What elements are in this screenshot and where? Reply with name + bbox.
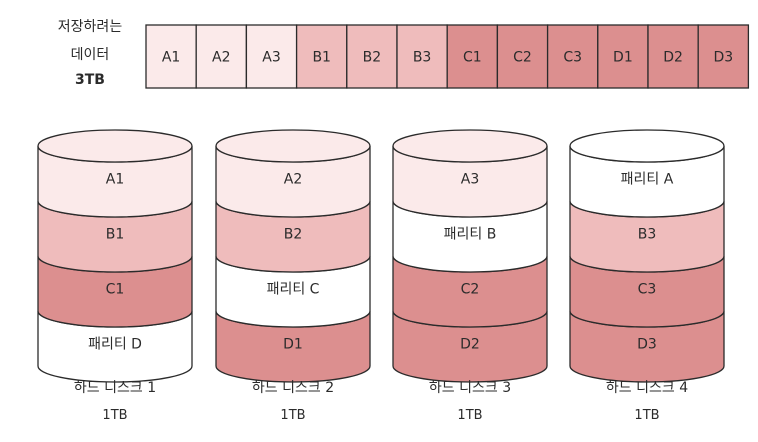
strip-cell: C3 <box>546 24 599 89</box>
strip-cell: D1 <box>597 24 649 89</box>
disk-block-label: D1 <box>283 337 303 353</box>
disk-top-cap <box>569 129 725 163</box>
strip-cell: C1 <box>446 24 499 89</box>
disk-block: 패리티 B <box>392 200 548 273</box>
strip-cell: B1 <box>295 24 348 89</box>
disk-block-label: D3 <box>637 337 657 353</box>
disk-size: 1TB <box>102 408 127 423</box>
strip-cell-label: B1 <box>312 50 331 66</box>
disk-top-cap <box>37 129 193 163</box>
strip-cell-label: D2 <box>663 50 683 66</box>
strip-cell-box <box>145 24 197 89</box>
hard-disk-4: D3 C3 B3 패리티 A 하드 디스크 4 1TB <box>569 129 725 423</box>
disk-block-label: C1 <box>106 282 125 298</box>
strip-cell: D3 <box>697 24 750 89</box>
disk-block: A2 <box>215 129 371 218</box>
strip-cell: D2 <box>647 24 699 89</box>
strip-cell-box <box>546 24 599 89</box>
strip-cell-label: C3 <box>563 50 582 66</box>
hard-disk-2: D1 패리티 C B2 A2 하드 디스크 2 1TB <box>215 129 371 423</box>
disk-name: 하드 디스크 3 <box>429 380 511 396</box>
disk-block-label: A2 <box>284 172 302 188</box>
strip-cell: B2 <box>346 24 398 89</box>
disk-size: 1TB <box>457 408 482 423</box>
disk-block-label: C2 <box>461 282 480 298</box>
strip-cell-box <box>697 24 750 89</box>
disk-name: 하드 디스크 1 <box>74 380 156 396</box>
header-line-1: 저장하려는 <box>57 19 123 35</box>
disk-block-label: B3 <box>638 227 657 243</box>
strip-cell-label: A1 <box>162 50 180 66</box>
disk-block: C3 <box>569 255 725 328</box>
disk-block-label: 패리티 B <box>444 227 497 243</box>
disk-block-label: A1 <box>106 172 124 188</box>
strip-cell: A3 <box>245 24 298 89</box>
disk-block: 패리티 C <box>215 255 371 328</box>
disk-block-label: C3 <box>638 282 657 298</box>
strip-cell-label: D1 <box>613 50 633 66</box>
disk-block: 패리티 A <box>569 129 725 218</box>
disk-block: D2 <box>392 310 548 383</box>
disk-top-cap <box>215 129 371 163</box>
disk-block: A3 <box>392 129 548 218</box>
disk-top-cap <box>392 129 548 163</box>
strip-cell-box <box>245 24 298 89</box>
strip-cell-box <box>647 24 699 89</box>
disk-block: 패리티 D <box>37 310 193 383</box>
strip-cell-box <box>446 24 499 89</box>
strip-cell-box <box>195 24 248 89</box>
header-line-3: 3TB <box>75 72 105 88</box>
strip-cell-label: D3 <box>713 50 733 66</box>
disk-block: A1 <box>37 129 193 218</box>
data-strip: A1 A2 A3 B1 B2 B3 C1 C2 C3 D1 D2 D3 <box>145 24 750 89</box>
hard-disk-3: D2 C2 패리티 B A3 하드 디스크 3 1TB <box>392 129 548 423</box>
hard-disk-1: 패리티 D C1 B1 A1 하드 디스크 1 1TB <box>37 129 193 423</box>
strip-cell: A2 <box>195 24 248 89</box>
disk-name: 하드 디스크 2 <box>252 380 334 396</box>
strip-cell-label: A3 <box>262 50 280 66</box>
disk-block-label: A3 <box>461 172 479 188</box>
disk-block-label: B2 <box>284 227 303 243</box>
strip-cell-label: C2 <box>513 50 532 66</box>
disk-block-label: 패리티 D <box>88 337 142 353</box>
disk-name: 하드 디스크 4 <box>606 380 688 396</box>
disk-block-label: 패리티 A <box>621 172 674 188</box>
disk-block-label: 패리티 C <box>267 282 320 298</box>
strip-cell-label: C1 <box>463 50 482 66</box>
strip-cell-label: B3 <box>413 50 432 66</box>
strip-cell-box <box>396 24 448 89</box>
disk-size: 1TB <box>280 408 305 423</box>
strip-cell: A1 <box>145 24 197 89</box>
strip-cell-box <box>597 24 649 89</box>
header-line-2: 데이터 <box>70 47 110 63</box>
strip-cell-label: A2 <box>212 50 230 66</box>
strip-cell-box <box>295 24 348 89</box>
disk-block-label: D2 <box>460 337 480 353</box>
disk-block-label: B1 <box>106 227 125 243</box>
strip-cell-label: B2 <box>363 50 382 66</box>
strip-cell: B3 <box>396 24 448 89</box>
disk-size: 1TB <box>634 408 659 423</box>
